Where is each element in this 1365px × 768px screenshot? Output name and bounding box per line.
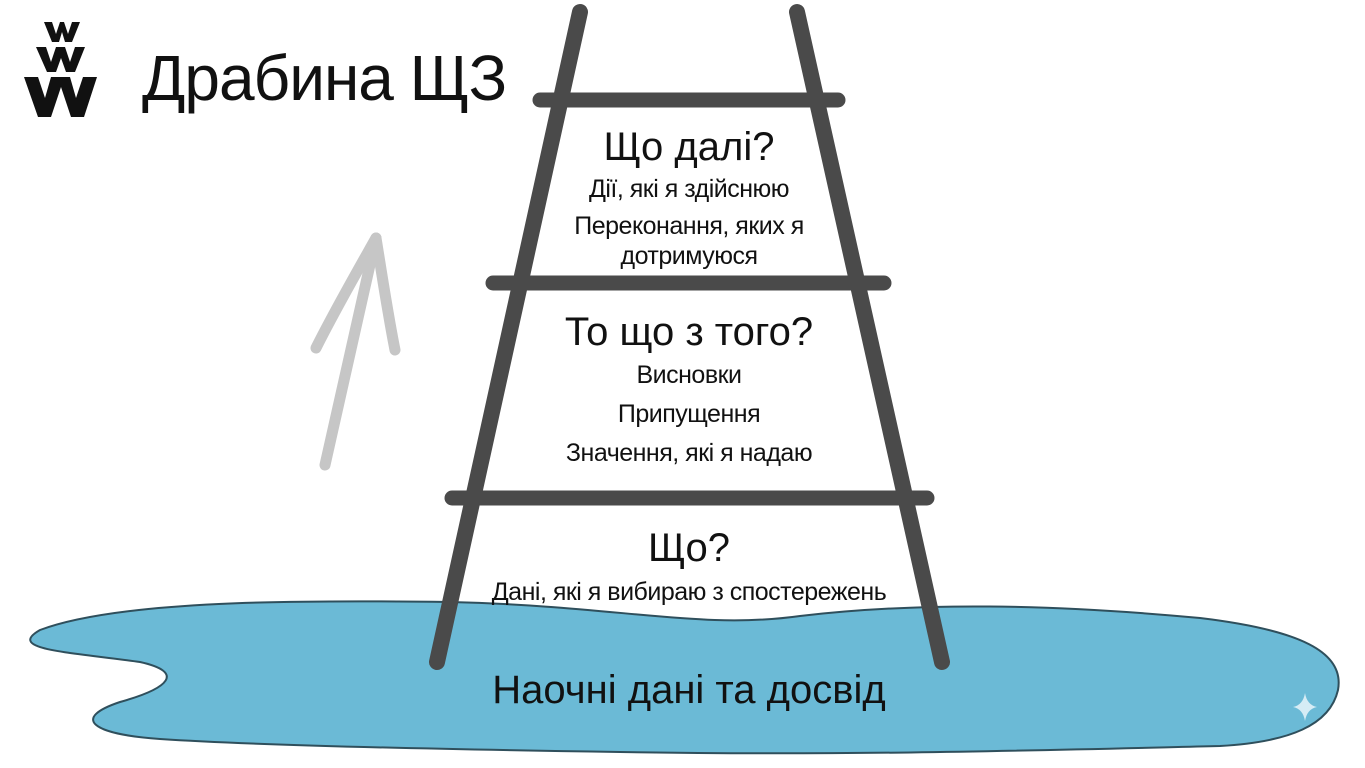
rung-line: Переконання, яких я bbox=[574, 212, 804, 240]
rung-heading-what: Що? bbox=[648, 526, 730, 570]
puddle-shape bbox=[29, 600, 1340, 755]
rung-line: Дії, які я здійснюю bbox=[588, 175, 790, 203]
page-title: Драбина ЩЗ bbox=[142, 42, 507, 114]
base-label: Наочні дані та досвід bbox=[492, 668, 886, 712]
rung-line: дотримуюся bbox=[620, 242, 758, 270]
rung-heading-next: Що далі? bbox=[603, 125, 775, 169]
ladder bbox=[429, 4, 950, 670]
three-stacked-w-logo bbox=[24, 22, 97, 117]
rung-line: Дані, які я вибираю з спостережень bbox=[491, 578, 887, 606]
ladder-left-rail bbox=[429, 4, 588, 670]
sparkle-icon bbox=[1293, 693, 1317, 721]
rung-line: Висновки bbox=[636, 361, 742, 389]
rung-line: Значення, які я надаю bbox=[565, 439, 813, 467]
up-arrow-icon bbox=[310, 232, 401, 471]
ladder-right-rail bbox=[789, 4, 950, 670]
rung-heading-so-what: То що з того? bbox=[564, 310, 814, 354]
rung-line: Припущення bbox=[617, 400, 761, 428]
